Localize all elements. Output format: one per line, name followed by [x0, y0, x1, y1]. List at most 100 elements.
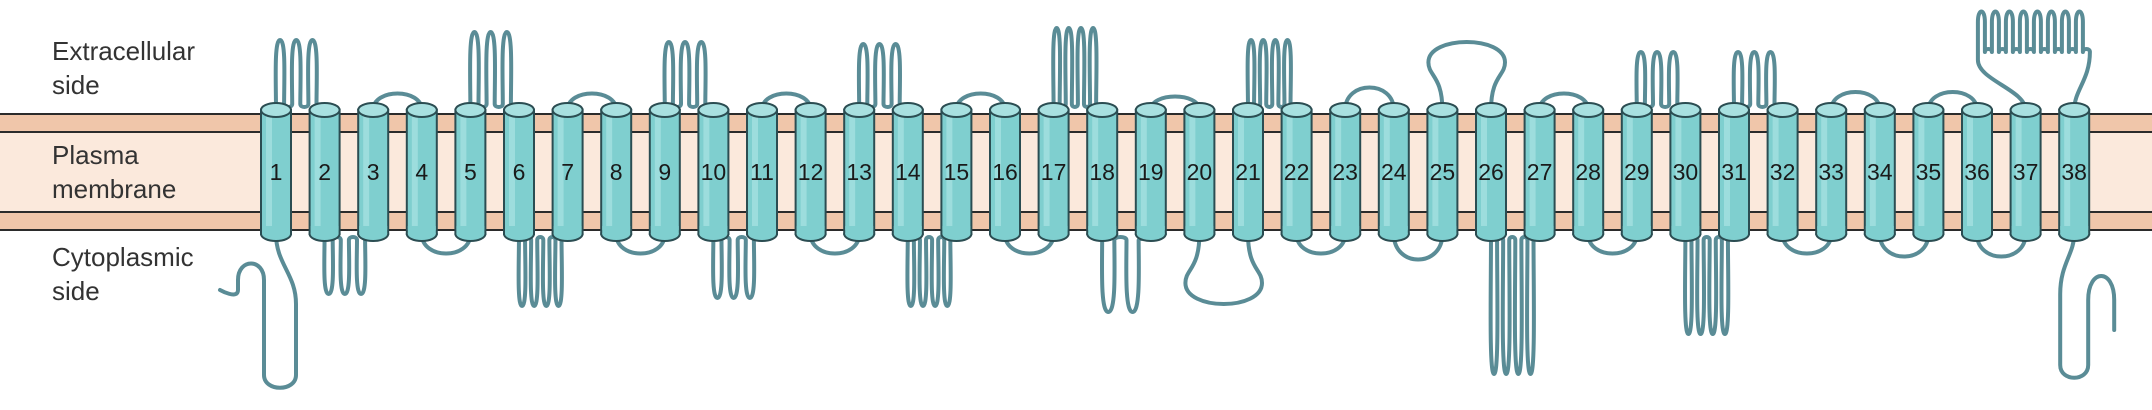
helix-29: 29 [1620, 102, 1653, 242]
n-terminus [218, 232, 298, 390]
helix-highlight [849, 114, 856, 230]
helix-11: 11 [746, 102, 778, 242]
helix-number: 32 [1770, 159, 1796, 185]
helix-top-cap [1572, 102, 1605, 118]
helix-number: 8 [610, 159, 623, 185]
helix-highlight [800, 114, 807, 230]
helix-number: 35 [1916, 159, 1942, 185]
helix-27: 27 [1523, 102, 1556, 242]
helix-38: 38 [2058, 102, 2091, 242]
helix-highlight [1529, 114, 1536, 230]
helix-cap-cover [1428, 226, 1457, 234]
cytoplasmic-loop [322, 232, 376, 296]
helix-cap-cover [991, 226, 1019, 234]
helix-14: 14 [891, 102, 924, 242]
helix-top-cap [454, 102, 487, 118]
helix-number: 25 [1430, 159, 1456, 185]
helix-number: 26 [1478, 159, 1504, 185]
helix-highlight [314, 114, 321, 230]
helix-top-cap [1232, 102, 1264, 118]
helix-22: 22 [1280, 102, 1313, 242]
helix-cap-cover [1477, 226, 1505, 234]
extracellular-loop [856, 42, 910, 112]
helix-cap-cover [1574, 226, 1603, 234]
helix-cap-cover [796, 226, 825, 234]
helix-top-cap [1134, 102, 1167, 118]
helix-number: 22 [1284, 159, 1310, 185]
helix-top-cap [1766, 102, 1799, 118]
cytoplasmic-loop [1975, 232, 2028, 259]
helix-number: 5 [464, 159, 477, 185]
helix-highlight [703, 114, 710, 230]
helix-number: 19 [1138, 159, 1164, 185]
helix-number: 23 [1332, 159, 1358, 185]
helix-25: 25 [1426, 102, 1459, 242]
helix-26: 26 [1475, 102, 1507, 242]
helix-number: 17 [1041, 159, 1067, 185]
helix-cap-cover [1720, 226, 1748, 234]
helix-highlight [1335, 114, 1342, 230]
helix-37: 37 [2009, 102, 2042, 242]
helix-number: 33 [1818, 159, 1844, 185]
helix-20: 20 [1183, 102, 1216, 242]
helix-3: 3 [357, 102, 390, 242]
helix-top-cap [405, 102, 438, 118]
helix-number: 38 [2061, 159, 2087, 185]
helix-number: 7 [561, 159, 574, 185]
helix-number: 16 [992, 159, 1018, 185]
helix-highlight [752, 114, 758, 230]
helix-number: 3 [367, 159, 380, 185]
helix-highlight [1675, 114, 1682, 230]
helix-16: 16 [989, 102, 1021, 242]
cytoplasmic-loop [711, 232, 764, 300]
helix-cap-cover [1331, 226, 1360, 234]
helix-number: 34 [1867, 159, 1893, 185]
helix-number: 6 [513, 159, 526, 185]
helix-number: 13 [846, 159, 872, 185]
helix-number: 29 [1624, 159, 1650, 185]
helix-35: 35 [1912, 102, 1945, 242]
helix-highlight [2064, 114, 2071, 230]
helix-top-cap [357, 102, 390, 118]
helix-top-cap [1669, 102, 1702, 118]
helix-highlight [1238, 114, 1244, 230]
helix-2: 2 [308, 102, 341, 242]
cytoplasmic-loop [1099, 232, 1153, 314]
helix-33: 33 [1815, 102, 1848, 242]
helix-number: 12 [798, 159, 824, 185]
helix-cap-cover [1088, 226, 1117, 234]
helix-top-cap [1863, 102, 1896, 118]
helix-cap-cover [699, 226, 728, 234]
helix-number: 9 [658, 159, 671, 185]
extracellular-loop [1343, 85, 1396, 112]
helix-highlight [1772, 114, 1779, 230]
helix-number: 10 [701, 159, 727, 185]
helix-highlight [557, 114, 564, 230]
helix-cap-cover [2011, 226, 2040, 234]
helix-12: 12 [794, 102, 827, 242]
helix-5: 5 [454, 102, 487, 242]
cytoplasmic-loop [516, 232, 570, 308]
helix-number: 1 [270, 159, 283, 185]
helix-number: 11 [750, 159, 774, 185]
helix-highlight [411, 114, 418, 230]
helix-highlight [606, 114, 613, 230]
helix-top-cap [1037, 102, 1070, 118]
helix-cap-cover [1525, 226, 1554, 234]
helix-highlight [266, 114, 272, 230]
helix-cap-cover [310, 226, 339, 234]
helix-highlight [1821, 114, 1828, 230]
helix-cap-cover [262, 226, 290, 234]
helix-top-cap [1620, 102, 1653, 118]
helix-36: 36 [1961, 102, 1993, 242]
helix-24: 24 [1377, 102, 1410, 242]
helix-32: 32 [1766, 102, 1799, 242]
helix-cap-cover [456, 226, 485, 234]
c-terminus [2058, 232, 2117, 380]
extracellular-loop [1245, 38, 1299, 112]
helix-cap-cover [942, 226, 971, 234]
helix-highlight [1918, 114, 1925, 230]
helix-top-cap [1183, 102, 1216, 118]
helix-top-cap [648, 102, 681, 118]
